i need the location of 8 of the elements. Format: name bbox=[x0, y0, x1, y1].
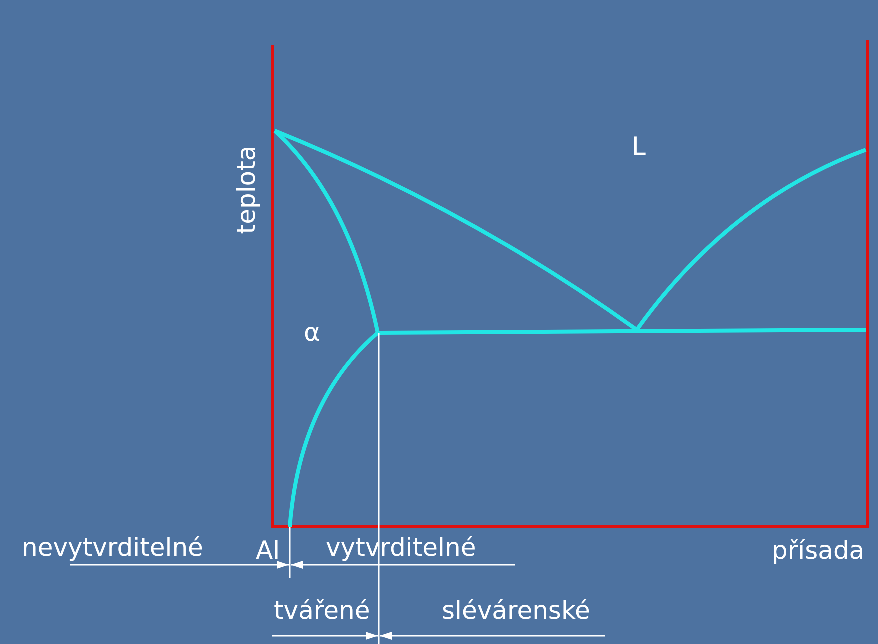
axis-label: teplota bbox=[232, 146, 262, 234]
alloy-group-label: nevytvrditelné bbox=[22, 533, 204, 563]
phase-label: α bbox=[304, 318, 320, 348]
axis-label: Al bbox=[256, 536, 280, 566]
axis-label: přísada bbox=[772, 536, 865, 566]
alloy-group-label: tvářené bbox=[274, 596, 370, 626]
alloy-group-label: slévárenské bbox=[442, 596, 590, 626]
phase-label: L bbox=[632, 132, 646, 162]
